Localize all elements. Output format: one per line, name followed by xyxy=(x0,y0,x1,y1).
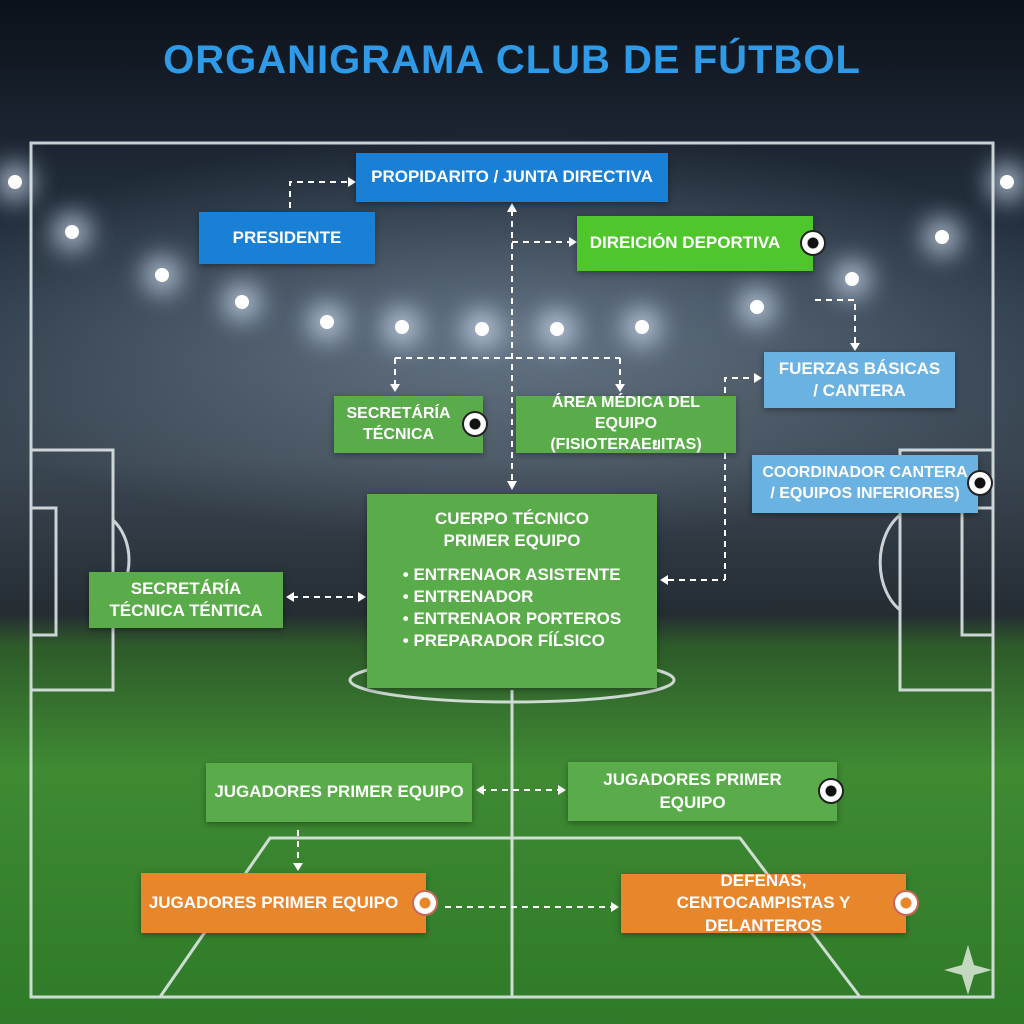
floodlight xyxy=(475,322,489,336)
node-coordinador-cantera: COORDINADOR CANTERA / EQUIPOS INFERIORES… xyxy=(752,455,978,513)
floodlight xyxy=(845,272,859,286)
cuerpo-tecnico-list: ENTRENAOR ASISTENTE ENTRENADOR ENTRENAOR… xyxy=(403,564,621,652)
list-item: ENTRENAOR ASISTENTE xyxy=(403,564,621,586)
floodlight xyxy=(1000,175,1014,189)
floodlight xyxy=(550,322,564,336)
list-item: ENTRENADOR xyxy=(403,586,621,608)
floodlight xyxy=(8,175,22,189)
floodlight xyxy=(395,320,409,334)
floodlight xyxy=(935,230,949,244)
node-propietario: PROPIDARITO / JUNTA DIRECTIVA xyxy=(356,153,668,202)
soccer-ball-icon xyxy=(412,890,438,916)
node-secretaria-tecnica: SECRETÁRÍA TÉCNICA xyxy=(334,396,483,453)
floodlight xyxy=(635,320,649,334)
node-jugadores-3: JUGADORES PRIMER EQUIPO xyxy=(141,873,426,933)
node-area-medica: ÁREA MÉDICA DEL EQUIPO (FISIOTERAEยITAS) xyxy=(516,394,736,453)
floodlight xyxy=(320,315,334,329)
floodlight xyxy=(155,268,169,282)
floodlight xyxy=(65,225,79,239)
node-defensas: DEFENAS, CENTOCAMPISTAS Y DELANTEROS xyxy=(621,871,906,935)
soccer-ball-icon xyxy=(818,778,844,804)
node-fuerzas-basicas: FUERZAS BÁSICAS / CANTERA xyxy=(764,352,955,408)
node-jugadores-1: JUGADORES PRIMER EQUIPO xyxy=(206,763,472,822)
node-presidente: PRESIDENTE xyxy=(199,212,375,264)
floodlight xyxy=(235,295,249,309)
node-jugadores-2: JUGADORES PRIMER EQUIPO xyxy=(568,762,837,821)
soccer-ball-icon xyxy=(967,470,993,496)
page-title: ORGANIGRAMA CLUB DE FÚTBOL xyxy=(163,38,861,82)
soccer-ball-icon xyxy=(800,230,826,256)
list-item: PREPARADOR FÍĹSICO xyxy=(403,630,621,652)
list-item: ENTRENAOR PORTEROS xyxy=(403,608,621,630)
node-direccion-deportiva: DIREICIÓN DEPORTIVA xyxy=(577,216,813,271)
node-cuerpo-tecnico: CUERPO TÉCNICO PRIMER EQUIPO ENTRENAOR A… xyxy=(367,494,657,688)
soccer-ball-icon xyxy=(893,890,919,916)
soccer-ball-icon xyxy=(462,411,488,437)
node-secretaria-tecnica-2: SECRETÁRÍA TÉCNICA TÉNTICA xyxy=(89,572,283,628)
cuerpo-tecnico-title: CUERPO TÉCNICO PRIMER EQUIPO xyxy=(435,509,589,551)
floodlight xyxy=(750,300,764,314)
